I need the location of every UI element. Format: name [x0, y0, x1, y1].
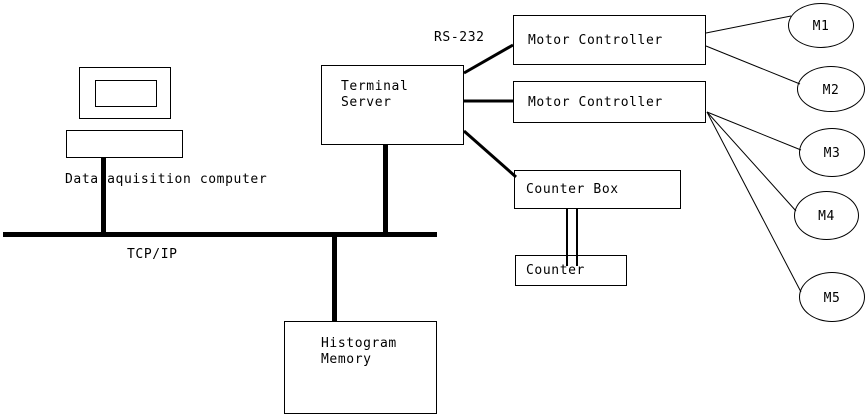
- computer-monitor-screen: [95, 80, 157, 107]
- bus-drop-terminal-server: [383, 145, 388, 235]
- counter-label: Counter: [526, 263, 585, 278]
- bus-drop-computer: [101, 158, 106, 235]
- motor-controller-2-label: Motor Controller: [528, 95, 663, 110]
- motor-m3-label: M3: [823, 146, 841, 161]
- wire-mc1-to-m1: [705, 15, 792, 34]
- counter-box-readout[interactable]: Counter: [515, 255, 627, 286]
- wire-mc2-to-m5: [706, 111, 802, 293]
- motor-m1-label: M1: [812, 19, 830, 34]
- wire-mc2-to-m4: [706, 111, 797, 212]
- histogram-memory-label-line1: Histogram: [321, 336, 397, 351]
- tcpip-bus-line: [3, 232, 437, 237]
- terminal-server-label-line2: Server: [341, 95, 392, 110]
- motor-m5[interactable]: M5: [799, 272, 865, 322]
- motor-m3[interactable]: M3: [799, 128, 865, 177]
- wire-terminalserver-to-counterbox: [463, 129, 517, 179]
- motor-m2-label: M2: [822, 83, 840, 98]
- tcpip-label: TCP/IP: [127, 247, 178, 262]
- wire-mc1-to-m2: [705, 45, 801, 85]
- motor-controller-1-label: Motor Controller: [528, 33, 663, 48]
- histogram-memory-box[interactable]: Histogram Memory: [284, 321, 437, 414]
- motor-controller-2-box[interactable]: Motor Controller: [513, 81, 706, 123]
- wire-terminalserver-to-mc1: [463, 43, 514, 75]
- computer-monitor-bezel: [79, 67, 171, 119]
- motor-m5-label: M5: [823, 291, 841, 306]
- histogram-memory-label-line2: Memory: [321, 352, 372, 367]
- motor-m1[interactable]: M1: [788, 3, 854, 48]
- motor-m4-label: M4: [818, 209, 835, 224]
- rs232-label: RS-232: [434, 30, 485, 45]
- wire-mc2-to-m3: [706, 111, 802, 151]
- motor-m2[interactable]: M2: [797, 66, 865, 112]
- bus-drop-histogram-memory: [332, 234, 337, 322]
- computer-base-unit: [66, 130, 183, 158]
- counter-box-label: Counter Box: [526, 182, 619, 197]
- motor-m4[interactable]: M4: [794, 191, 859, 240]
- counter-box[interactable]: Counter Box: [514, 170, 681, 209]
- computer-caption: Data aquisition computer: [65, 172, 268, 187]
- motor-controller-1-box[interactable]: Motor Controller: [513, 15, 706, 65]
- terminal-server-box[interactable]: Terminal Server: [321, 65, 464, 145]
- terminal-server-label-line1: Terminal: [341, 79, 409, 94]
